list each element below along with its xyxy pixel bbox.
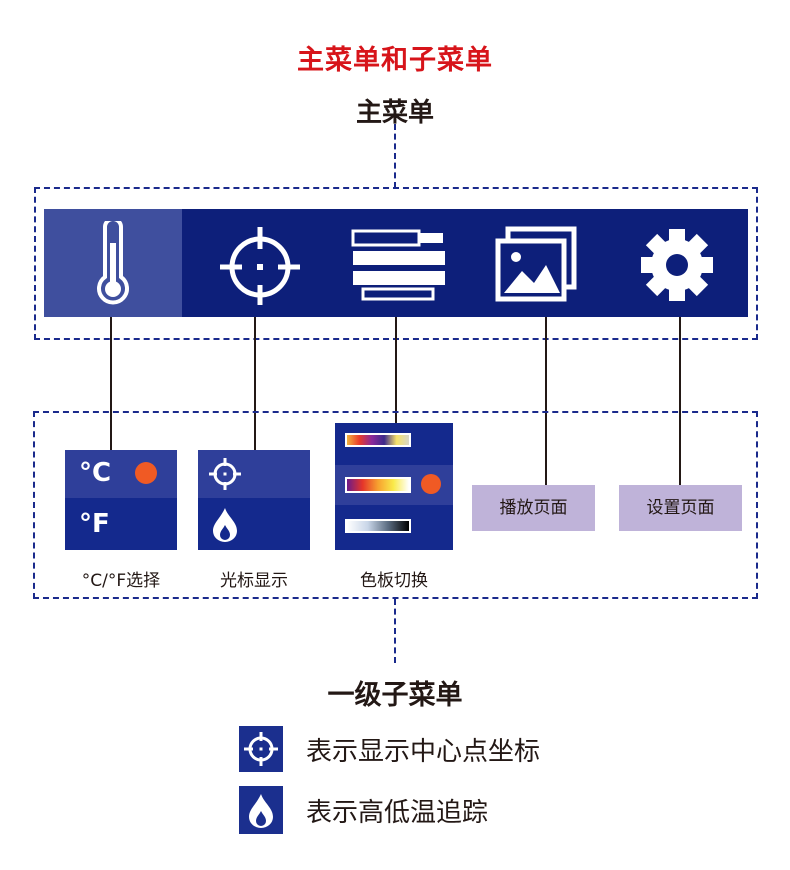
- menu-item-settings[interactable]: [624, 209, 734, 317]
- main-menu-title: 主菜单: [355, 98, 434, 128]
- connector-palette: [395, 317, 397, 424]
- settings-page-button[interactable]: 设置页面: [619, 485, 742, 531]
- legend-flame-swatch: [239, 786, 283, 834]
- playback-page-button[interactable]: 播放页面: [472, 485, 595, 531]
- fahrenheit-option[interactable]: °F: [65, 500, 177, 550]
- image-gallery-icon: [495, 226, 577, 302]
- fahrenheit-label: °F: [79, 509, 110, 539]
- flame-option[interactable]: [198, 500, 310, 550]
- thermometer-icon: [97, 221, 129, 305]
- unit-submenu-caption: °C/°F选择: [81, 571, 161, 591]
- crosshair-icon: [209, 458, 241, 490]
- palette-menu-icon: [351, 229, 445, 301]
- submenu-title: 一级子菜单: [327, 680, 463, 711]
- main-menu-bar: [44, 209, 748, 317]
- palette-option-1[interactable]: [335, 423, 453, 465]
- palette-swatch-whitehot: [345, 519, 411, 533]
- submenu-title-connector: [394, 599, 396, 663]
- menu-item-cursor[interactable]: [202, 209, 322, 317]
- unit-submenu: °C °F: [65, 450, 177, 550]
- crosshair-icon: [244, 732, 278, 766]
- flame-icon: [213, 508, 237, 542]
- connector-cursor: [254, 317, 256, 452]
- cursor-submenu: [198, 450, 310, 550]
- main-title-connector: [394, 124, 396, 188]
- cursor-submenu-caption: 光标显示: [220, 571, 288, 591]
- palette-option-2[interactable]: [335, 465, 453, 505]
- palette-submenu-caption: 色板切换: [360, 571, 428, 591]
- palette-swatch-ironbow: [345, 477, 411, 493]
- legend-crosshair-text: 表示显示中心点坐标: [306, 737, 541, 767]
- connector-playback: [545, 317, 547, 486]
- crosshair-icon: [220, 227, 300, 305]
- connector-temperature: [110, 317, 112, 452]
- diagram-heading: 主菜单和子菜单: [297, 45, 493, 76]
- selected-indicator: [421, 474, 441, 494]
- celsius-option[interactable]: °C: [65, 450, 177, 498]
- palette-option-3[interactable]: [335, 507, 453, 550]
- crosshair-option[interactable]: [198, 450, 310, 498]
- palette-submenu: [335, 423, 453, 550]
- menu-item-palette[interactable]: [344, 209, 454, 317]
- selected-indicator: [135, 462, 157, 484]
- legend-flame-text: 表示高低温追踪: [306, 798, 489, 828]
- flame-icon: [249, 794, 273, 828]
- menu-item-playback[interactable]: [484, 209, 594, 317]
- gear-icon: [641, 229, 713, 301]
- celsius-label: °C: [79, 458, 112, 488]
- legend-crosshair-swatch: [239, 726, 283, 772]
- palette-swatch-rainbow: [345, 433, 411, 447]
- menu-item-temperature[interactable]: [44, 209, 182, 317]
- connector-settings: [679, 317, 681, 486]
- submenu-frame: [33, 411, 758, 599]
